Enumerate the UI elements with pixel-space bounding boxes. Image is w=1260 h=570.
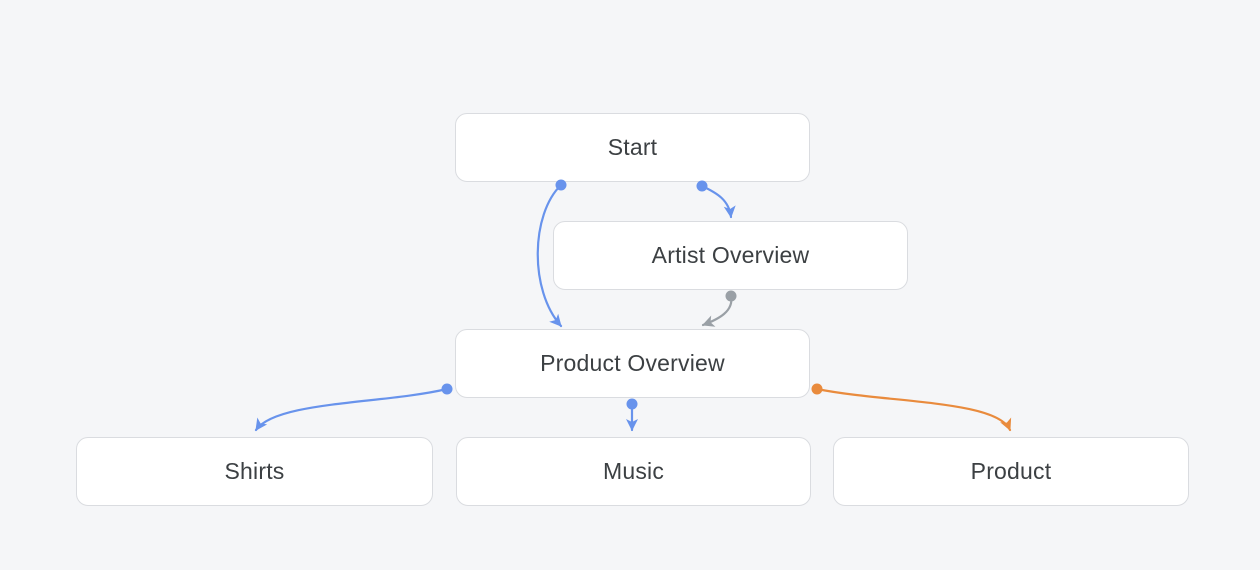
edge-product-overview-to-product[interactable] [815,387,1012,432]
node-product-overview[interactable]: Product Overview [455,329,810,398]
node-start[interactable]: Start [455,113,810,182]
edge-dot-product-overview-to-product[interactable] [811,383,823,395]
node-artist-overview-label: Artist Overview [651,242,810,268]
node-music-label: Music [602,458,665,484]
node-product[interactable]: Product [833,437,1189,506]
node-start-label: Start [607,134,658,160]
node-shirts-label: Shirts [224,458,285,484]
node-shirts[interactable]: Shirts [76,437,433,506]
node-product-overview-label: Product Overview [540,350,725,376]
edge-start-to-artist-overview[interactable] [700,184,736,219]
node-music[interactable]: Music [456,437,811,506]
edge-dot-product-overview-to-music[interactable] [626,398,638,410]
node-product-label: Product [970,458,1052,484]
edge-dot-start-to-artist-overview[interactable] [696,180,708,192]
edge-product-overview-to-shirts[interactable] [254,387,449,432]
edge-dot-artist-overview-to-product-overview[interactable] [725,290,737,302]
node-artist-overview[interactable]: Artist Overview [553,221,908,290]
edge-dot-product-overview-to-shirts[interactable] [441,383,453,395]
edge-artist-overview-to-product-overview[interactable] [701,294,733,327]
